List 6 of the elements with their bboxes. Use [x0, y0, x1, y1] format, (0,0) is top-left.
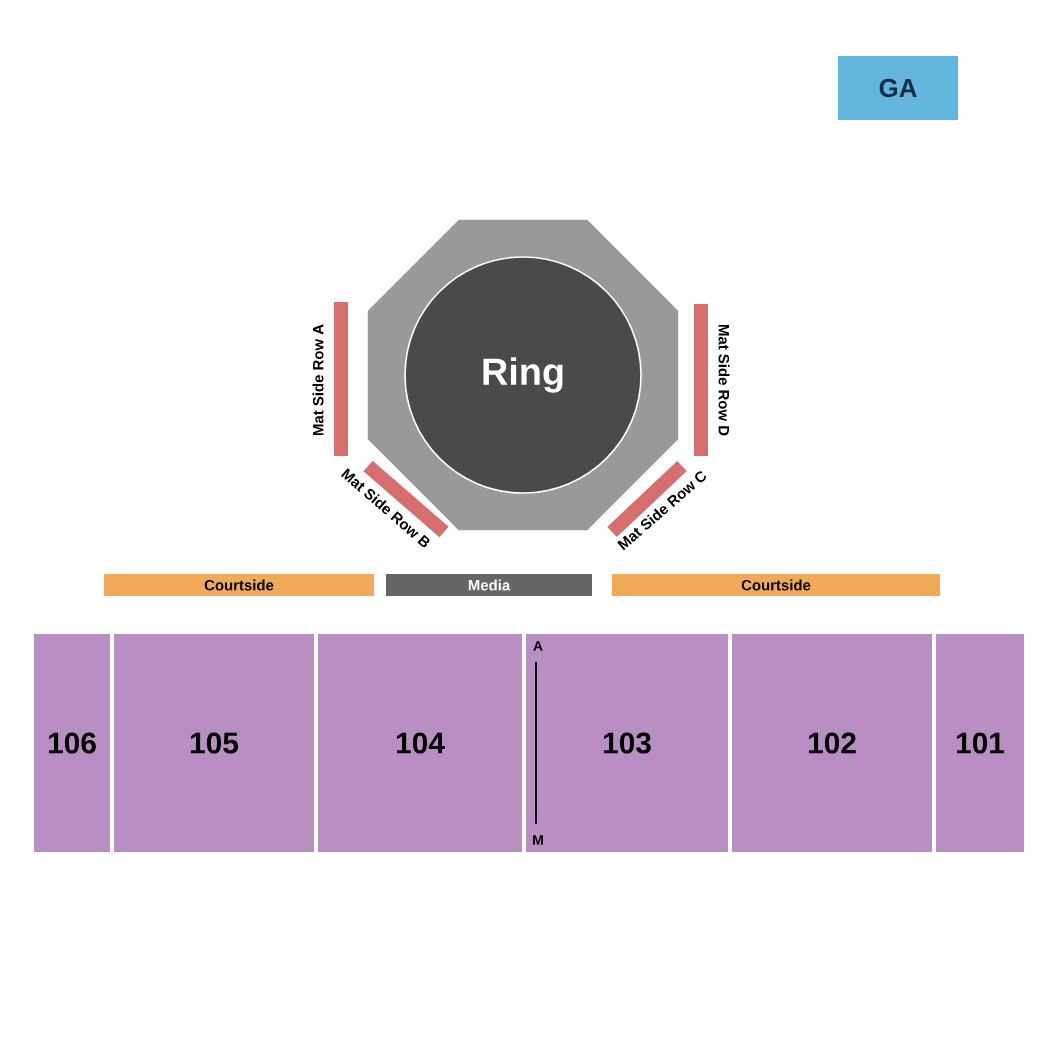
seating-section: 104: [318, 634, 522, 852]
seating-section: 106: [34, 634, 110, 852]
seating-section: 101: [936, 634, 1024, 852]
seating-section: 102: [732, 634, 932, 852]
ga-section: GA: [838, 56, 958, 120]
seating-section: 105: [114, 634, 314, 852]
